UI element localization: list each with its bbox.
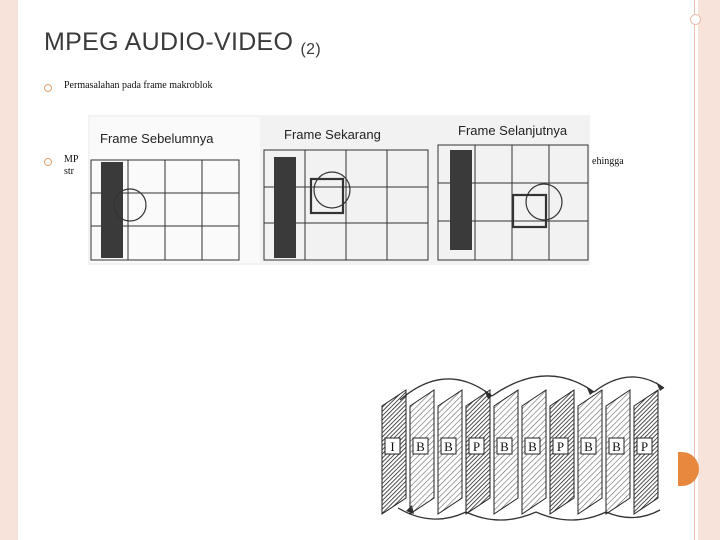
gop-frame-B: B xyxy=(493,389,519,515)
right-decorative-rule xyxy=(694,0,695,540)
gop-frame-label-box xyxy=(496,437,513,455)
right-decorative-band xyxy=(698,0,720,540)
gop-frame-label-box xyxy=(552,437,569,455)
macroblock-frames-svg: Frame Sebelumnya Frame Sekarang xyxy=(90,117,589,263)
macroblock-square xyxy=(309,177,345,215)
frame-panel-label: Frame Selanjutnya xyxy=(458,123,568,138)
gop-frame-B: B xyxy=(409,389,435,515)
gop-frame-type-label: B xyxy=(584,439,593,454)
slide-title-main: MPEG AUDIO-VIDEO xyxy=(44,28,294,56)
gop-frame-label-box xyxy=(636,437,653,455)
gop-frame-B: B xyxy=(577,389,603,515)
gop-frame-type-label: P xyxy=(473,439,480,454)
gop-frame-type-label: B xyxy=(528,439,537,454)
bullet-text-fragment: str xyxy=(64,166,74,177)
gop-frame-B: B xyxy=(437,389,463,515)
gop-frame-P: P xyxy=(633,389,659,515)
slide-title: MPEG AUDIO-VIDEO (2) xyxy=(44,28,321,59)
gop-frame-type-label: B xyxy=(444,439,453,454)
moving-object-bar xyxy=(101,162,123,258)
gop-frame-P: P xyxy=(549,389,575,515)
motion-circle-icon xyxy=(313,171,351,209)
gop-frame-label-box xyxy=(524,437,541,455)
gop-frame-label-box xyxy=(412,437,429,455)
bullet-text-fragment: ehingga xyxy=(592,156,624,167)
gop-frame-label-box xyxy=(440,437,457,455)
gop-frame-I: I xyxy=(381,389,407,515)
frame-panel-previous: Frame Sebelumnya xyxy=(90,117,260,263)
gop-frame-P: P xyxy=(465,389,491,515)
macroblock-square xyxy=(511,193,548,229)
gop-frame-label-box xyxy=(468,437,485,455)
gop-frame-label-box xyxy=(608,437,625,455)
left-decorative-band xyxy=(0,0,18,540)
gop-frame-type-label: B xyxy=(416,439,425,454)
gop-frame-type-label: I xyxy=(390,439,394,454)
gop-frame-type-label: B xyxy=(612,439,621,454)
gop-frame-B: B xyxy=(605,389,631,515)
macroblock-frames-figure: Frame Sebelumnya Frame Sekarang xyxy=(88,115,590,265)
slide-title-suffix: (2) xyxy=(300,41,322,58)
bullet-circle-icon xyxy=(44,158,52,166)
decorative-circle-icon xyxy=(690,14,701,25)
frame-panel-label: Frame Sekarang xyxy=(284,127,381,142)
gop-frame-label-box xyxy=(384,437,401,455)
gop-frame-label-box xyxy=(580,437,597,455)
motion-circle-icon xyxy=(525,183,563,221)
frame-panel-next: Frame Selanjutnya xyxy=(437,123,589,261)
moving-object-bar xyxy=(274,157,296,258)
gop-frame-type-label: P xyxy=(557,439,564,454)
bullet-circle-icon xyxy=(44,84,52,92)
gop-frame-type-label: B xyxy=(500,439,509,454)
bullet-text-fragment: MP xyxy=(64,154,79,165)
bullet-text: Permasalahan pada frame makroblok xyxy=(64,80,213,91)
gop-frame-B: B xyxy=(521,389,547,515)
motion-circle-icon xyxy=(113,188,147,222)
gop-frame-type-label: P xyxy=(641,439,648,454)
moving-object-bar xyxy=(450,150,472,250)
frame-panel-label: Frame Sebelumnya xyxy=(100,131,214,146)
prediction-arrows xyxy=(397,375,665,521)
frame-panel-current: Frame Sekarang xyxy=(263,127,429,261)
